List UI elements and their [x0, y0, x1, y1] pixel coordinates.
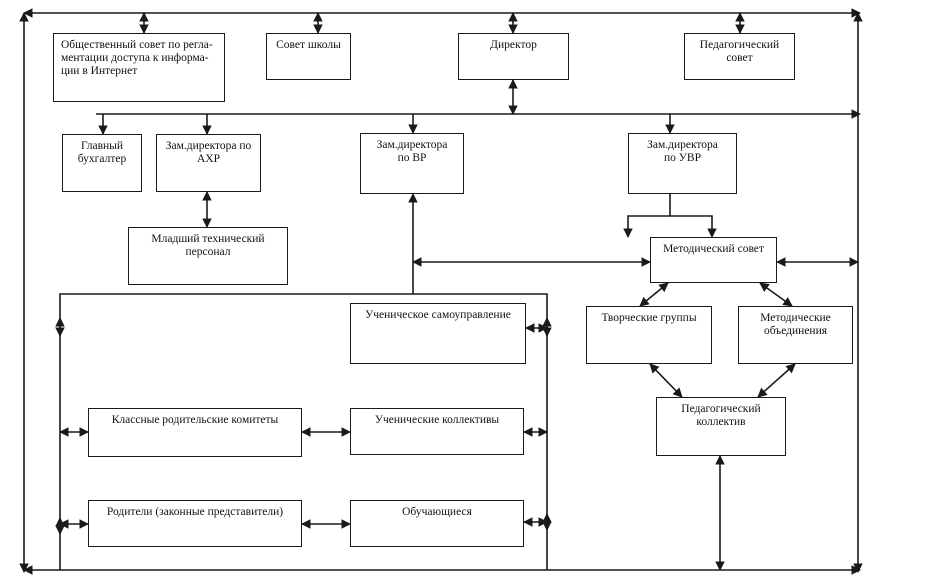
methodical-council-box: Методический совет	[650, 237, 777, 283]
methodical-council-label: Методический совет	[663, 243, 764, 255]
creative-groups-label: Творческие группы	[601, 312, 697, 324]
class-parent-committees-box: Классные родительские комитеты	[88, 408, 302, 457]
class-parent-committees-label: Классные родительские комитеты	[111, 414, 279, 426]
director-label: Директор	[490, 39, 537, 51]
deputy-ahr-label: Зам.директора по АХР	[165, 140, 252, 165]
students-box: Обучающиеся	[350, 500, 524, 547]
school-council-label: Совет школы	[276, 39, 341, 51]
ped-council-box: Педагогический совет	[684, 33, 795, 80]
students-label: Обучающиеся	[402, 506, 472, 518]
methodical-unions-label: Методические объединения	[760, 312, 831, 337]
line-uvr-split	[623, 194, 671, 238]
arrow-methodical-unions	[759, 282, 793, 307]
parents-label: Родители (законные представители)	[106, 506, 284, 518]
junior-staff-label: Младший технический персонал	[151, 233, 265, 258]
creative-groups-box: Творческие группы	[586, 306, 712, 364]
public-council-label: Общественный совет по регла- ментации до…	[61, 39, 213, 77]
public-council-box: Общественный совет по регла- ментации до…	[53, 33, 225, 102]
arrow-creative-to-collective	[649, 363, 683, 398]
student-selfgov-label: Ученическое самоуправление	[365, 309, 511, 321]
ped-collective-label: Педагогический коллектив	[681, 403, 761, 428]
deputy-ahr-box: Зам.директора по АХР	[156, 134, 261, 192]
parents-box: Родители (законные представители)	[88, 500, 302, 547]
deputy-vr-label: Зам.директора по ВР	[376, 139, 448, 164]
methodical-unions-box: Методические объединения	[738, 306, 853, 364]
school-council-box: Совет школы	[266, 33, 351, 80]
student-collectives-label: Ученические коллективы	[374, 414, 500, 426]
junior-staff-box: Младший технический персонал	[128, 227, 288, 285]
arrow-unions-to-collective	[757, 363, 796, 398]
arrow-creative-groups	[639, 282, 669, 307]
ped-council-label: Педагогический совет	[699, 39, 780, 64]
chief-accountant-box: Главный бухгалтер	[62, 134, 142, 192]
director-box: Директор	[458, 33, 569, 80]
deputy-vr-box: Зам.директора по ВР	[360, 133, 464, 194]
deputy-uvr-label: Зам.директора по УВР	[647, 139, 718, 164]
line-uvr-split-right	[670, 215, 717, 238]
ped-collective-box: Педагогический коллектив	[656, 397, 786, 456]
student-collectives-box: Ученические коллективы	[350, 408, 524, 455]
chief-accountant-label: Главный бухгалтер	[77, 140, 127, 165]
student-selfgov-box: Ученическое самоуправление	[350, 303, 526, 364]
deputy-uvr-box: Зам.директора по УВР	[628, 133, 737, 194]
